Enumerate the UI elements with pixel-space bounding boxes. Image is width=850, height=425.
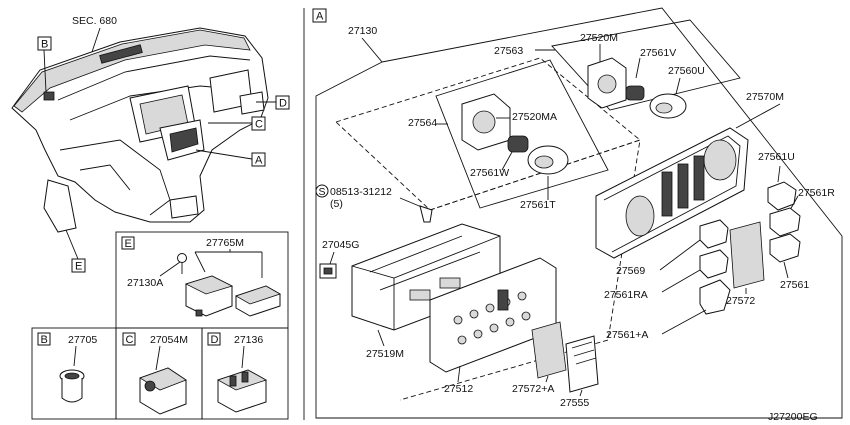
detail-letter-e: E — [125, 238, 132, 250]
label-27705: 27705 — [68, 334, 97, 346]
label-27136: 27136 — [234, 334, 263, 346]
label-27555: 27555 — [560, 397, 589, 409]
detail-box-d: D 27136 — [201, 327, 289, 420]
label-27570M: 27570M — [746, 91, 784, 103]
label-27054M: 27054M — [150, 334, 188, 346]
screw-symbol: S — [319, 186, 326, 198]
label-screw-qty: (5) — [330, 198, 343, 210]
drawing-code: J27200EG — [768, 411, 818, 423]
label-27519M: 27519M — [366, 348, 404, 360]
detail-box-b: B 27705 — [31, 327, 117, 420]
callout-letter-e: E — [75, 261, 82, 273]
label-screw-part: 08513-31212 — [330, 186, 392, 198]
label-27563: 27563 — [494, 45, 523, 57]
detail-box-e: E 27765M 27130A — [115, 231, 289, 329]
callout-letter-c: C — [255, 119, 263, 131]
label-27045G: 27045G — [322, 239, 359, 251]
label-27561V: 27561V — [640, 47, 676, 59]
label-27561U: 27561U — [758, 151, 795, 163]
callout-box-d — [275, 95, 290, 110]
callout-letter-a: A — [255, 155, 263, 167]
callout-box-a — [251, 152, 266, 167]
label-27572A: 27572+A — [512, 383, 554, 395]
sec-reference-label: SEC. 680 — [72, 15, 117, 27]
detail-letter-b: B — [41, 334, 48, 346]
label-27561T: 27561T — [520, 199, 556, 211]
callout-letter-d: D — [279, 98, 287, 110]
detail-box-c: C 27054M — [115, 327, 203, 420]
label-27130A: 27130A — [127, 277, 163, 289]
callout-letter-b: B — [41, 39, 48, 51]
label-27520M: 27520M — [580, 32, 618, 44]
label-27560U: 27560U — [668, 65, 705, 77]
screw-symbol-circle — [315, 184, 329, 198]
main-panel-letter: A — [316, 11, 324, 23]
label-27512: 27512 — [444, 383, 473, 395]
label-27561RA: 27561RA — [604, 289, 648, 301]
label-27130: 27130 — [348, 25, 377, 37]
main-panel-letter-box — [312, 8, 327, 23]
label-27520MA: 27520MA — [512, 111, 557, 123]
label-27572: 27572 — [726, 295, 755, 307]
label-27561R: 27561R — [798, 187, 835, 199]
detail-letter-c: C — [126, 334, 134, 346]
label-27564: 27564 — [408, 117, 437, 129]
label-27561: 27561 — [780, 279, 809, 291]
callout-box-c — [251, 116, 266, 131]
detail-letter-d: D — [211, 334, 219, 346]
label-27765M: 27765M — [206, 237, 244, 249]
label-27561W: 27561W — [470, 167, 509, 179]
callout-box-e — [71, 258, 86, 273]
dashboard-illustration — [11, 27, 269, 233]
label-27569: 27569 — [616, 265, 645, 277]
callout-box-b — [37, 36, 52, 51]
label-27561A: 27561+A — [606, 329, 648, 341]
